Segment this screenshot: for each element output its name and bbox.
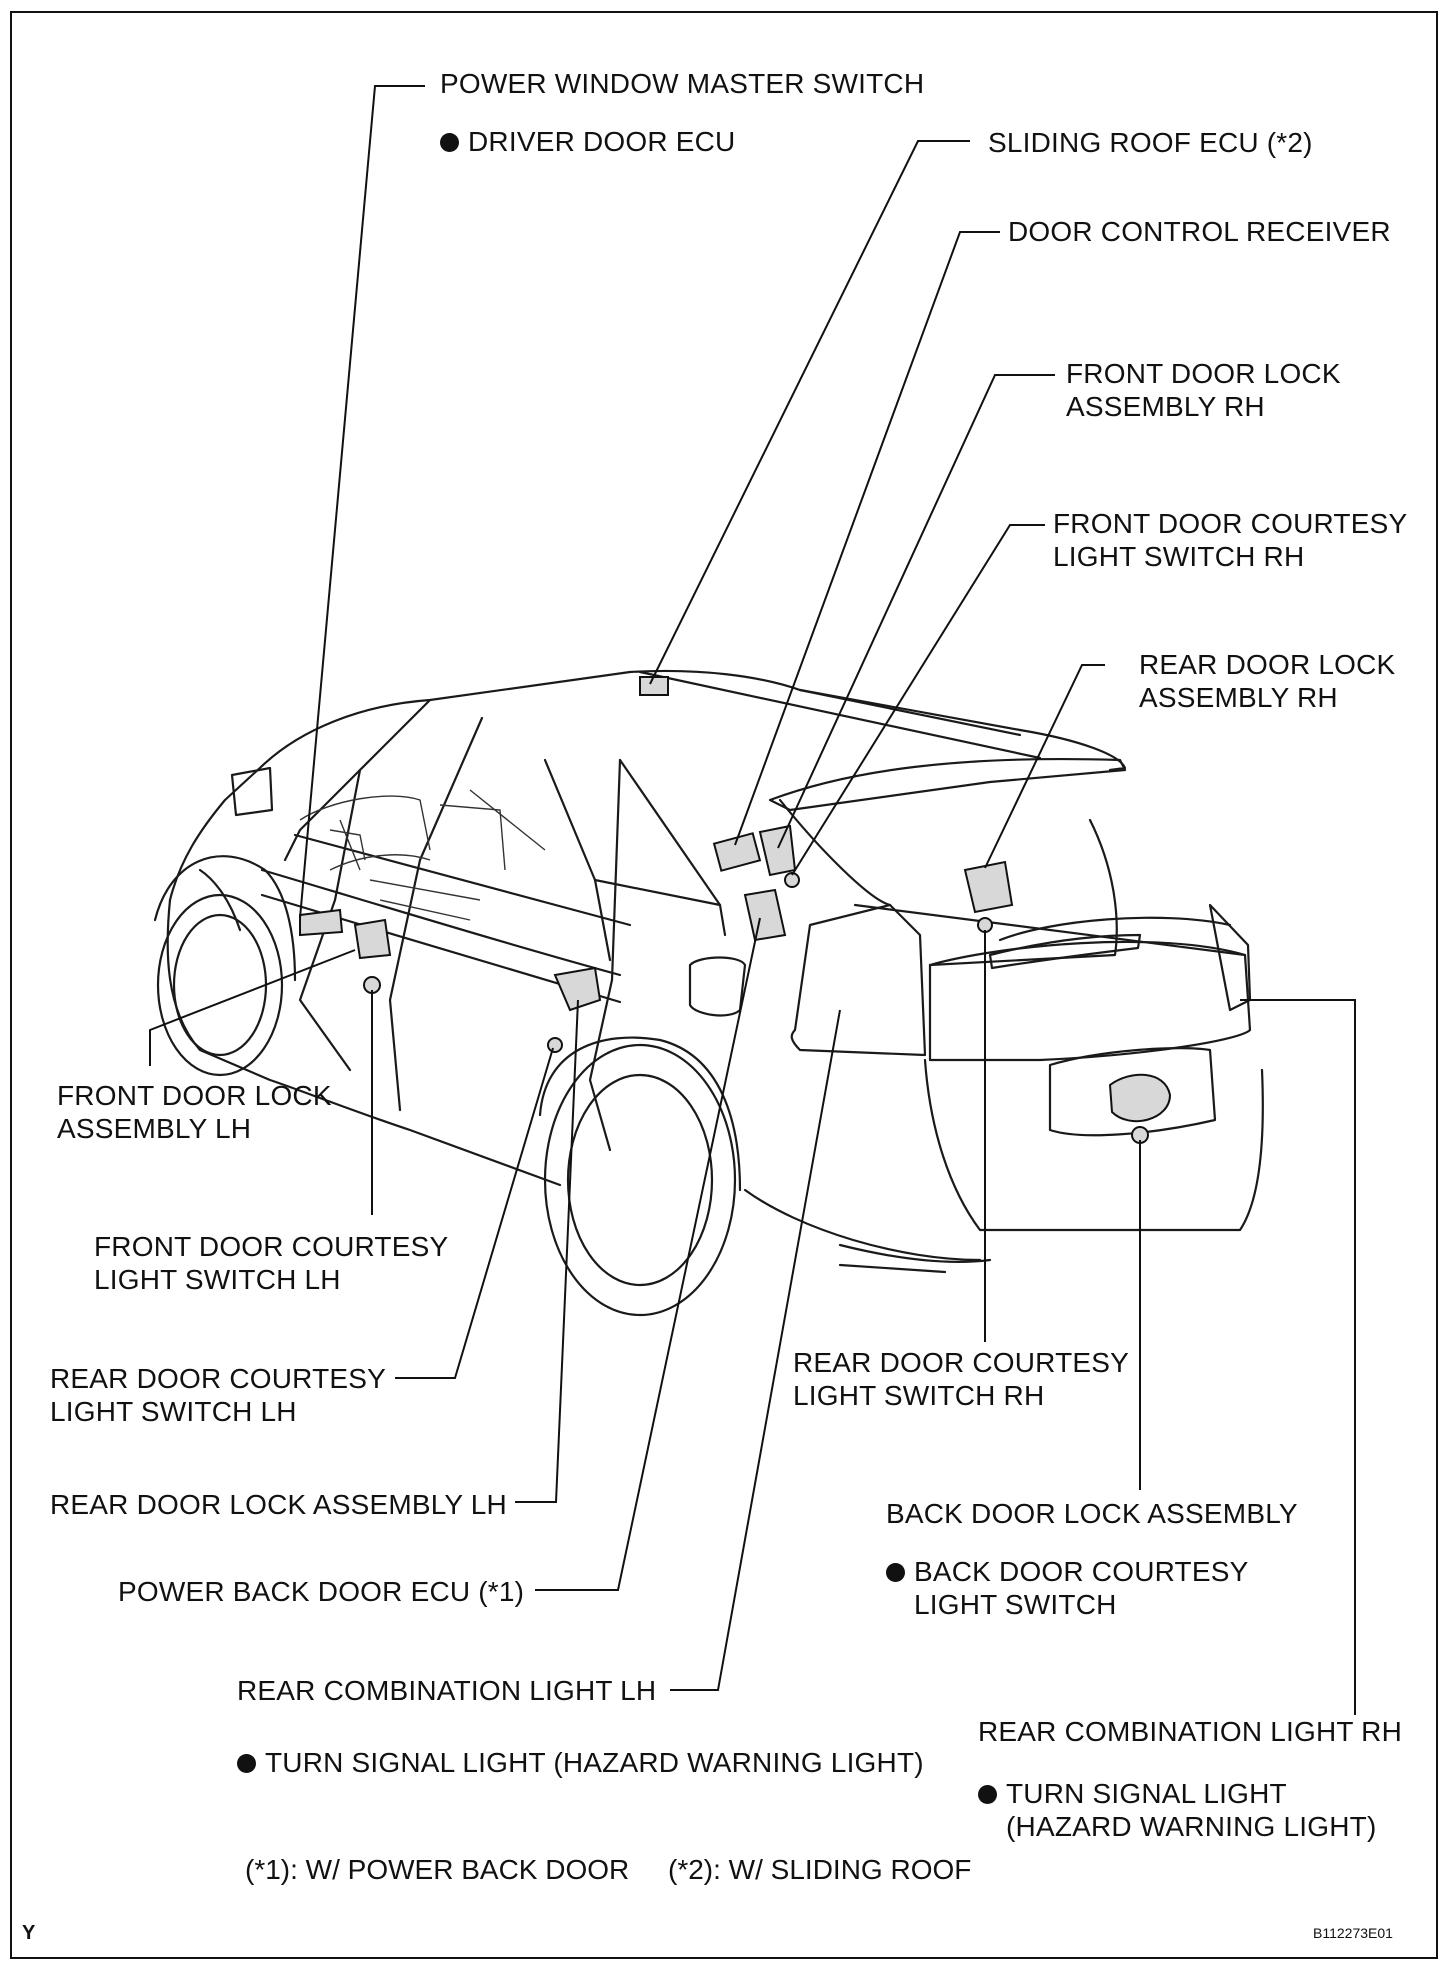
component-parts [299, 676, 1172, 1144]
label-front-door-courtesy-rh: FRONT DOOR COURTESY LIGHT SWITCH RH [1053, 508, 1408, 572]
label-rear-door-courtesy-lh: REAR DOOR COURTESY LIGHT SWITCH LH [50, 1363, 387, 1427]
front-door-courtesy-rh-part [784, 872, 800, 888]
figure-code: B112273E01 [1313, 1925, 1393, 1941]
sliding-roof-ecu-part [639, 676, 669, 696]
door-control-receiver-part [712, 832, 762, 872]
label-rear-door-lock-rh: REAR DOOR LOCK ASSEMBLY RH [1139, 649, 1396, 713]
label-back-door-courtesy: BACK DOOR COURTESY LIGHT SWITCH [886, 1555, 1248, 1621]
bullet-icon [886, 1563, 905, 1582]
power-back-door-ecu-part [743, 888, 787, 942]
power-window-switch-part [299, 908, 344, 937]
label-turn-signal-lh-text: TURN SIGNAL LIGHT (HAZARD WARNING LIGHT) [265, 1747, 924, 1778]
label-driver-door-ecu-text: DRIVER DOOR ECU [468, 126, 736, 157]
rear-door-courtesy-lh-part [547, 1037, 563, 1053]
label-rear-door-lock-lh: REAR DOOR LOCK ASSEMBLY LH [50, 1489, 507, 1520]
label-turn-signal-lh: TURN SIGNAL LIGHT (HAZARD WARNING LIGHT) [237, 1746, 924, 1779]
rear-door-lock-lh-part [553, 966, 602, 1012]
corner-letter: Y [22, 1922, 36, 1944]
diagram-frame [10, 11, 1438, 1959]
leader-lines [149, 85, 1356, 1715]
label-rear-combination-rh: REAR COMBINATION LIGHT RH [978, 1716, 1403, 1747]
label-rear-combination-lh: REAR COMBINATION LIGHT LH [237, 1675, 657, 1706]
front-door-lock-lh-part [353, 918, 392, 960]
label-back-door-lock: BACK DOOR LOCK ASSEMBLY [886, 1498, 1298, 1529]
note-power-back-door: (*1): W/ POWER BACK DOOR [245, 1854, 630, 1885]
label-rear-door-courtesy-rh: REAR DOOR COURTESY LIGHT SWITCH RH [793, 1347, 1130, 1411]
label-power-back-door-ecu: POWER BACK DOOR ECU (*1) [118, 1576, 525, 1607]
bullet-icon [440, 133, 459, 152]
label-power-window-master-switch: POWER WINDOW MASTER SWITCH [440, 68, 925, 99]
car-body [153, 669, 1264, 1317]
label-sliding-roof-ecu: SLIDING ROOF ECU (*2) [988, 127, 1313, 158]
note-sliding-roof: (*2): W/ SLIDING ROOF [668, 1854, 972, 1885]
front-door-lock-rh-part [758, 824, 797, 877]
label-back-door-courtesy-text: BACK DOOR COURTESY LIGHT SWITCH [914, 1556, 1249, 1620]
bullet-icon [978, 1785, 997, 1804]
label-driver-door-ecu: DRIVER DOOR ECU [440, 125, 735, 158]
label-front-door-courtesy-lh: FRONT DOOR COURTESY LIGHT SWITCH LH [94, 1231, 449, 1295]
label-turn-signal-rh-text: TURN SIGNAL LIGHT (HAZARD WARNING LIGHT) [1006, 1778, 1377, 1842]
label-turn-signal-rh: TURN SIGNAL LIGHT (HAZARD WARNING LIGHT) [978, 1777, 1376, 1843]
label-front-door-lock-lh: FRONT DOOR LOCK ASSEMBLY LH [57, 1080, 332, 1144]
rear-door-courtesy-rh-part [977, 917, 993, 933]
label-front-door-lock-rh: FRONT DOOR LOCK ASSEMBLY RH [1066, 358, 1341, 422]
bullet-icon [237, 1754, 256, 1773]
label-door-control-receiver: DOOR CONTROL RECEIVER [1008, 216, 1391, 247]
back-door-lock-part [1108, 1073, 1172, 1122]
rear-door-lock-rh-part [963, 860, 1014, 914]
